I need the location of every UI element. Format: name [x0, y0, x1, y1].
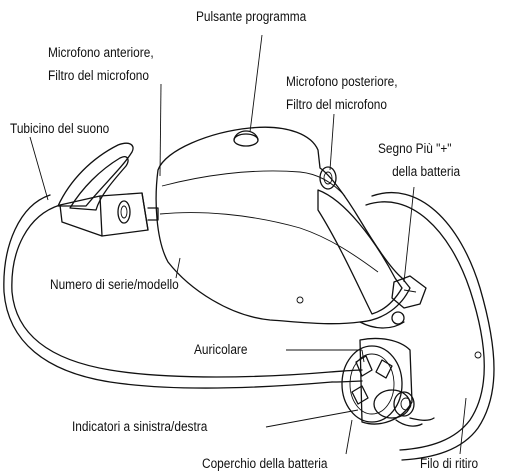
- label-earpiece: Auricolare: [194, 341, 247, 358]
- label-retention-wire: Filo di ritiro: [420, 455, 478, 472]
- label-serial-model-number: Numero di serie/modello: [50, 276, 179, 293]
- label-program-button: Pulsante programma: [196, 8, 306, 25]
- earpiece-drawing: [342, 338, 434, 426]
- label-front-microphone: Microfono anteriore, Filtro del microfon…: [48, 44, 154, 84]
- label-rear-microphone: Microfono posteriore, Filtro del microfo…: [286, 73, 398, 113]
- housing-drawing: [156, 127, 410, 323]
- hook-clip-drawing: [58, 143, 158, 236]
- label-battery-cover: Coperchio della batteria: [202, 455, 327, 472]
- label-sound-tube: Tubicino del suono: [10, 120, 109, 137]
- label-left-right-indicators: Indicatori a sinistra/destra: [72, 418, 207, 435]
- label-battery-plus-sign: Segno Più "+" della batteria: [378, 140, 460, 180]
